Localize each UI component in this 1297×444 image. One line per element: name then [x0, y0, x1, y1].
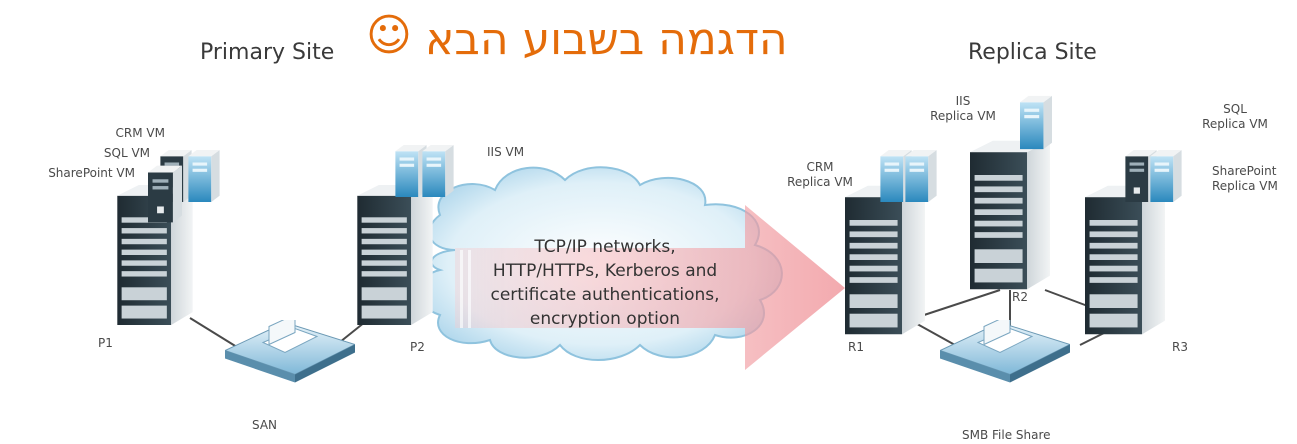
r3-label: R3	[1172, 340, 1188, 354]
sql-vm-server	[188, 150, 220, 202]
server-r3	[1085, 185, 1165, 335]
p1-label: P1	[98, 336, 113, 350]
r1-label: R1	[848, 340, 864, 354]
crm-replica-vm-b	[905, 150, 937, 202]
replica-site-title: Replica Site	[968, 40, 1097, 65]
cloud-line: encryption option	[529, 309, 681, 329]
crm-replica-line1: CRM	[806, 160, 834, 174]
server-p2	[357, 185, 433, 325]
sharepoint-replica-line1: SharePoint	[1212, 164, 1277, 178]
iis-vm-server-a	[395, 145, 427, 197]
sql-replica-label: SQL Replica VM	[1190, 102, 1280, 132]
san-storage	[225, 320, 355, 384]
smiley-icon: ☺	[366, 10, 412, 61]
cloud-line: HTTP/HTTPs, Kerberos and	[492, 261, 718, 281]
primary-site-title: Primary Site	[200, 40, 335, 65]
sharepoint-replica-vm	[1150, 150, 1182, 202]
sharepoint-vm-label: SharePoint VM	[48, 166, 135, 180]
p2-label: P2	[410, 340, 425, 354]
replication-arrow	[455, 205, 845, 370]
cloud-line: TCP/IP networks,	[534, 237, 676, 257]
san-label: SAN	[252, 418, 278, 432]
iis-replica-label: IIS Replica VM	[918, 94, 1008, 124]
sql-replica-line1: SQL	[1223, 102, 1247, 116]
cloud-line: certificate authentications,	[490, 285, 720, 305]
crm-replica-label: CRM Replica VM	[775, 160, 865, 190]
sharepoint-replica-line2: Replica VM	[1212, 179, 1278, 193]
iis-replica-line2: Replica VM	[930, 109, 996, 123]
iis-vm-server-b	[422, 145, 454, 197]
server-r1	[845, 185, 925, 335]
cloud-description: TCP/IP networks, HTTP/HTTPs, Kerberos an…	[455, 235, 755, 331]
iis-vm-label: IIS VM	[487, 145, 525, 159]
sharepoint-vm-server	[148, 165, 182, 223]
iis-replica-vm	[1020, 95, 1052, 150]
sql-vm-label: SQL VM	[103, 146, 150, 160]
sharepoint-replica-label: SharePoint Replica VM	[1212, 164, 1297, 194]
iis-replica-line1: IIS	[955, 94, 971, 108]
crm-vm-label: CRM VM	[115, 126, 165, 140]
hebrew-title: הדגמה בשבוע הבא	[425, 14, 788, 65]
smb-file-share-storage	[940, 320, 1070, 384]
server-r2	[970, 140, 1050, 290]
r2-label: R2	[1012, 290, 1028, 304]
crm-replica-line2: Replica VM	[787, 175, 853, 189]
sql-replica-line2: Replica VM	[1202, 117, 1268, 131]
smb-file-share-label: SMB File Share	[962, 428, 1051, 442]
